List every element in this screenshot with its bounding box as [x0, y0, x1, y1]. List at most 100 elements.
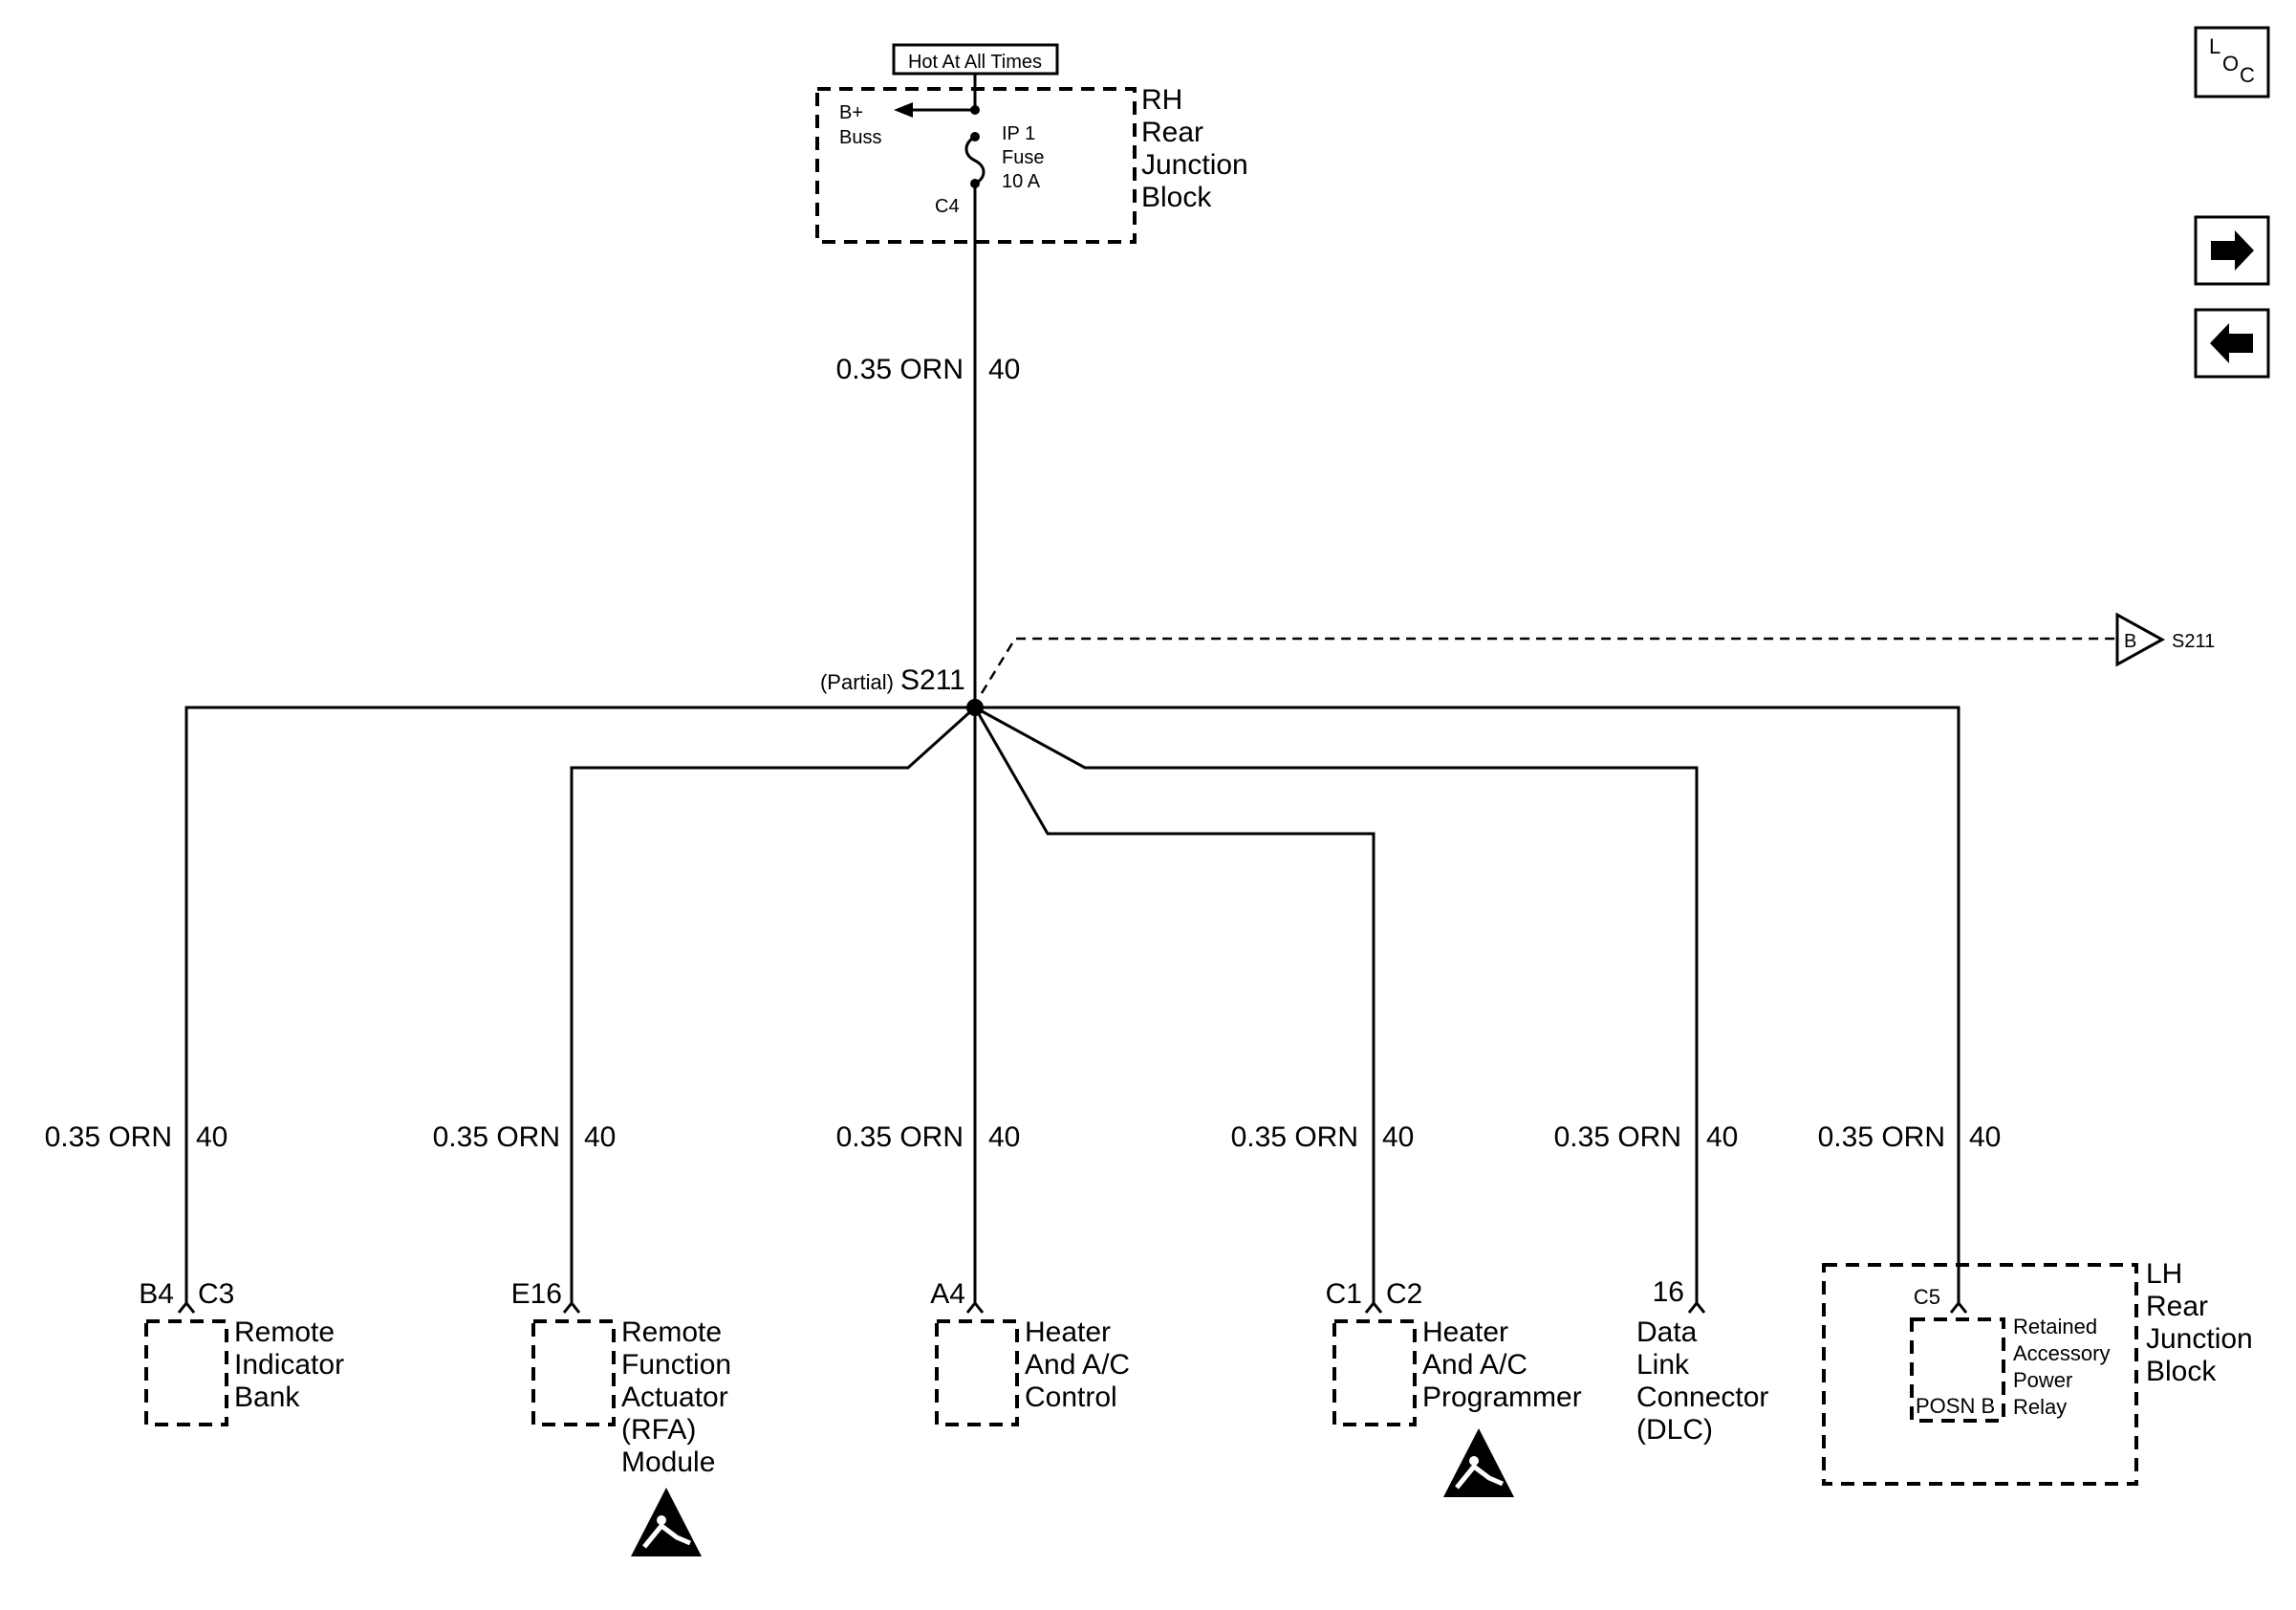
- heater-ac-control: A4 Heater And A/C Control: [930, 1278, 1130, 1426]
- splice-partial-label: (Partial): [820, 670, 894, 694]
- source-connector-label: C4: [935, 196, 960, 217]
- branch-wire-labels: 0.35 ORN 40 0.35 ORN 40 0.35 ORN 40 0.35…: [45, 1121, 2002, 1153]
- bplus-arrow-icon: [894, 102, 913, 118]
- branch-2-name-4: (RFA): [621, 1414, 696, 1446]
- lh-block-label-4: Block: [2146, 1356, 2217, 1387]
- relay-pin-label: POSN B: [1916, 1394, 1995, 1418]
- branch-3-name-3: Control: [1025, 1382, 1117, 1413]
- branch-wires: [184, 706, 1960, 1305]
- remote-indicator-bank-outline: [144, 1319, 228, 1426]
- next-page-button[interactable]: [2194, 215, 2270, 286]
- heater-ac-control-outline: [935, 1319, 1019, 1426]
- branch-2-gauge: 0.35 ORN: [433, 1121, 560, 1153]
- branch-wire-1: [184, 706, 975, 1305]
- relay-name-2: Accessory: [2013, 1341, 2110, 1365]
- branch-1-name-3: Bank: [234, 1382, 300, 1413]
- bplus-label: B+: [839, 102, 863, 123]
- fuse-icon: [964, 135, 986, 185]
- arrow-left-icon: [2210, 323, 2253, 363]
- offpage-dashed-link: [980, 637, 2117, 694]
- branch-4-gauge: 0.35 ORN: [1231, 1121, 1358, 1153]
- branch-6-pin: C5: [1914, 1285, 1940, 1309]
- offpage-ref: S211: [2172, 631, 2215, 652]
- rfa-module: E16 Remote Function Actuator (RFA) Modul…: [511, 1278, 731, 1556]
- branch-1-gauge: 0.35 ORN: [45, 1121, 172, 1153]
- branch-4-connector: C2: [1386, 1278, 1422, 1310]
- relay-name-3: Power: [2013, 1368, 2072, 1392]
- branch-1-circuit: 40: [196, 1121, 227, 1153]
- branch-1-connector: C3: [198, 1278, 234, 1310]
- remote-indicator-bank: B4 C3 Remote Indicator Bank: [139, 1278, 344, 1426]
- branch-wire-5: [974, 706, 1699, 1305]
- branch-3-gauge: 0.35 ORN: [836, 1121, 964, 1153]
- buss-label: Buss: [839, 127, 881, 148]
- loc-button-o: O: [2222, 52, 2239, 76]
- branch-wire-4: [973, 707, 1375, 1305]
- loc-button-c: C: [2240, 63, 2255, 87]
- main-wire-circuit-label: 40: [988, 354, 1020, 385]
- lh-block-label-1: LH: [2146, 1258, 2182, 1290]
- arrow-right-icon: [2211, 230, 2254, 271]
- lh-junction-block-outline: [1822, 1263, 2138, 1486]
- loc-button-frame[interactable]: [2194, 26, 2270, 98]
- previous-page-button[interactable]: [2194, 308, 2270, 379]
- branch-wire-2: [570, 706, 977, 1305]
- branch-5-name-1: Data: [1636, 1316, 1698, 1348]
- relay-outline: [1910, 1317, 2005, 1423]
- relay-name-4: Relay: [2013, 1395, 2067, 1419]
- branch-2-name-3: Actuator: [621, 1382, 728, 1413]
- branch-3-name-2: And A/C: [1025, 1349, 1130, 1381]
- loc-button-l: L: [2209, 34, 2220, 58]
- branch-2-name-5: Module: [621, 1447, 715, 1478]
- branch-5-name-4: (DLC): [1636, 1414, 1713, 1446]
- fuse-label-2: Fuse: [1002, 147, 1044, 168]
- branch-1-name-1: Remote: [234, 1316, 335, 1348]
- branch-3-circuit: 40: [988, 1121, 1020, 1153]
- rh-block-label-2: Rear: [1141, 117, 1203, 148]
- branch-3-name-1: Heater: [1025, 1316, 1111, 1348]
- rh-block-label-3: Junction: [1141, 149, 1248, 181]
- branch-2-circuit: 40: [584, 1121, 616, 1153]
- offpage-letter: B: [2124, 631, 2136, 652]
- branch-4-name-2: And A/C: [1422, 1349, 1527, 1381]
- branch-5-name-3: Connector: [1636, 1382, 1768, 1413]
- lh-block-label-2: Rear: [2146, 1291, 2208, 1322]
- branch-5-pin: 16: [1653, 1276, 1684, 1308]
- terminal-chevrons: [177, 1300, 1968, 1314]
- branch-5-gauge: 0.35 ORN: [1554, 1121, 1681, 1153]
- heater-ac-programmer-outline: [1332, 1319, 1417, 1426]
- branch-6-circuit: 40: [1969, 1121, 2001, 1153]
- rh-block-label-4: Block: [1141, 182, 1212, 213]
- branch-2-name-1: Remote: [621, 1316, 722, 1348]
- esd-warning-icon: [1443, 1428, 1514, 1497]
- fuse-label-1: IP 1: [1002, 123, 1035, 144]
- branch-2-name-2: Function: [621, 1349, 731, 1381]
- lh-block-label-3: Junction: [2146, 1323, 2253, 1355]
- branch-1-name-2: Indicator: [234, 1349, 344, 1381]
- splice-name-label: S211: [900, 664, 965, 696]
- rh-rear-junction-block: Hot At All Times B+ Buss IP 1 Fuse 10 A …: [815, 43, 1248, 244]
- fuse-label-3: 10 A: [1002, 171, 1041, 192]
- branch-3-pin: A4: [930, 1278, 965, 1310]
- offpage-triangle-icon: [2115, 612, 2166, 667]
- branch-5-circuit: 40: [1706, 1121, 1738, 1153]
- rh-block-label-1: RH: [1141, 84, 1182, 116]
- relay-name-1: Retained: [2013, 1315, 2097, 1338]
- data-link-connector: 16 Data Link Connector (DLC): [1636, 1276, 1768, 1446]
- rfa-module-outline: [531, 1319, 616, 1426]
- main-wire-gauge-label: 0.35 ORN: [836, 354, 964, 385]
- branch-5-name-2: Link: [1636, 1349, 1690, 1381]
- branch-4-pin: C1: [1326, 1278, 1362, 1310]
- loc-button[interactable]: L O C: [2194, 26, 2270, 98]
- branch-1-pin: B4: [139, 1278, 174, 1310]
- branch-4-circuit: 40: [1382, 1121, 1414, 1153]
- branch-wire-6: [975, 706, 1960, 1305]
- branch-4-name-3: Programmer: [1422, 1382, 1582, 1413]
- esd-warning-icon: [631, 1488, 702, 1556]
- hot-at-all-times-label: Hot At All Times: [908, 52, 1042, 73]
- lh-rear-junction-block: C5 POSN B Retained Accessory Power Relay…: [1822, 1258, 2253, 1486]
- branch-4-name-1: Heater: [1422, 1316, 1508, 1348]
- branch-2-pin: E16: [511, 1278, 562, 1310]
- heater-ac-programmer: C1 C2 Heater And A/C Programmer: [1326, 1278, 1582, 1497]
